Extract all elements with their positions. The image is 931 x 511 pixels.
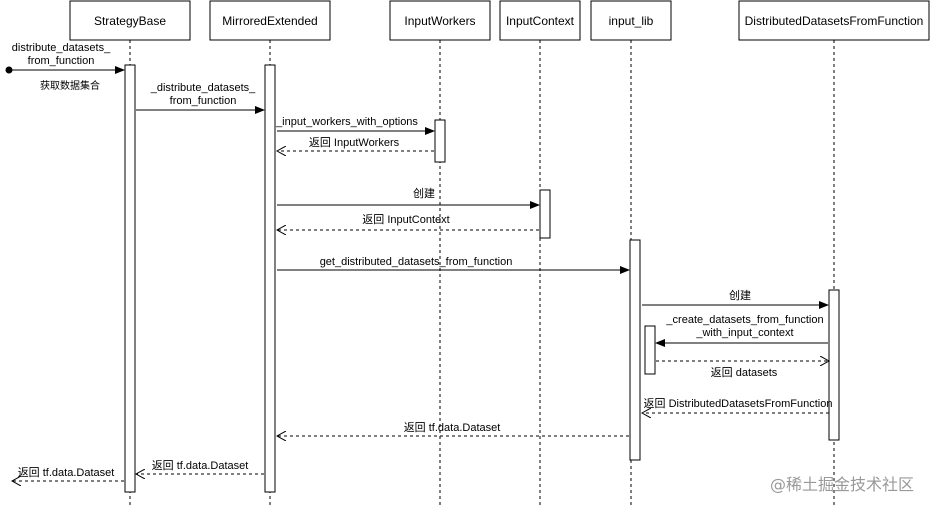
message-get-distributed-datasets: get_distributed_datasets_from_function — [277, 256, 630, 274]
message-label-line: 创建 — [729, 288, 751, 302]
activation-inputcontext — [539, 189, 551, 239]
message-label-line: 返回 tf.data.Dataset — [404, 421, 501, 434]
participant-inputworkers: InputWorkers — [389, 0, 491, 41]
activation-inputworkers — [434, 119, 446, 163]
participant-label: DistributedDatasetsFromFunction — [745, 14, 924, 28]
message-label-line: 创建 — [413, 186, 435, 200]
message-return-tf-data-dataset-to-caller: 返回 tf.data.Dataset — [12, 466, 124, 481]
watermark: @稀土掘金技术社区 — [770, 475, 914, 494]
participant-strategybase: StrategyBase — [69, 0, 191, 41]
message-label-line: _create_datasets_from_function — [665, 314, 823, 326]
participant-input-lib: input_lib — [590, 0, 672, 41]
activation-input-lib — [629, 239, 641, 461]
activation-mirroredextended — [264, 64, 276, 493]
message-label-line: 返回 DistributedDatasetsFromFunction — [644, 397, 833, 410]
message-label-line: 返回 tf.data.Dataset — [18, 466, 115, 479]
participant-distributeddatasets: DistributedDatasetsFromFunction — [738, 0, 930, 41]
participant-mirroredextended: MirroredExtended — [209, 0, 331, 41]
activation-input-lib-nested — [644, 325, 656, 375]
message-return-tf-data-dataset-to-mirrored: 返回 tf.data.Dataset — [277, 421, 629, 436]
found-message-dot — [5, 66, 13, 74]
svg-text:_create_datasets_from_function: _create_datasets_from_function_with_inpu… — [665, 314, 823, 339]
message-label-line: _distribute_datasets_ — [150, 82, 256, 94]
message-create-distributeddatasets: 创建 — [642, 288, 829, 309]
participant-label: StrategyBase — [94, 14, 166, 28]
message-label-line: distribute_datasets_ — [12, 42, 111, 54]
note-get-dataset-collection: 获取数据集合 — [40, 79, 100, 92]
message-label-line: _input_workers_with_options — [275, 116, 418, 128]
message-create-inputcontext: 创建 — [277, 186, 540, 209]
activation-strategybase — [124, 64, 136, 493]
message-label-line: 返回 InputContext — [362, 213, 449, 226]
activation-distributeddatasets — [828, 289, 840, 441]
message-private-distribute-datasets: _distribute_datasets_from_function — [136, 82, 265, 114]
participant-label: MirroredExtended — [222, 14, 317, 28]
message-label-line: 返回 datasets — [711, 366, 778, 379]
participant-label: InputWorkers — [404, 14, 475, 28]
message-label-line: from_function — [28, 55, 95, 67]
svg-text:distribute_datasets_from_funct: distribute_datasets_from_function — [12, 42, 111, 67]
message-label-line: get_distributed_datasets_from_function — [320, 256, 513, 268]
message-label-line: 返回 InputWorkers — [309, 136, 400, 149]
message-return-datasets: 返回 datasets — [656, 361, 829, 379]
message-label-line: from_function — [170, 95, 237, 107]
message-label-line: 返回 tf.data.Dataset — [152, 459, 249, 472]
message-return-distributeddatasets: 返回 DistributedDatasetsFromFunction — [642, 397, 832, 413]
message-return-tf-data-dataset-to-strategy: 返回 tf.data.Dataset — [136, 459, 264, 474]
message-distribute-datasets-from-function: distribute_datasets_from_function — [12, 42, 125, 74]
message-return-inputcontext: 返回 InputContext — [277, 213, 539, 230]
message-create-datasets-with-input-context: _create_datasets_from_function_with_inpu… — [655, 314, 828, 347]
participant-label: input_lib — [609, 14, 654, 28]
svg-text:_distribute_datasets_from_func: _distribute_datasets_from_function — [150, 82, 256, 107]
message-return-inputworkers: 返回 InputWorkers — [277, 136, 434, 151]
participant-inputcontext: InputContext — [499, 0, 581, 41]
participant-label: InputContext — [506, 14, 575, 28]
message-input-workers-with-options: _input_workers_with_options — [275, 116, 435, 135]
message-label-line: _with_input_context — [695, 327, 793, 339]
